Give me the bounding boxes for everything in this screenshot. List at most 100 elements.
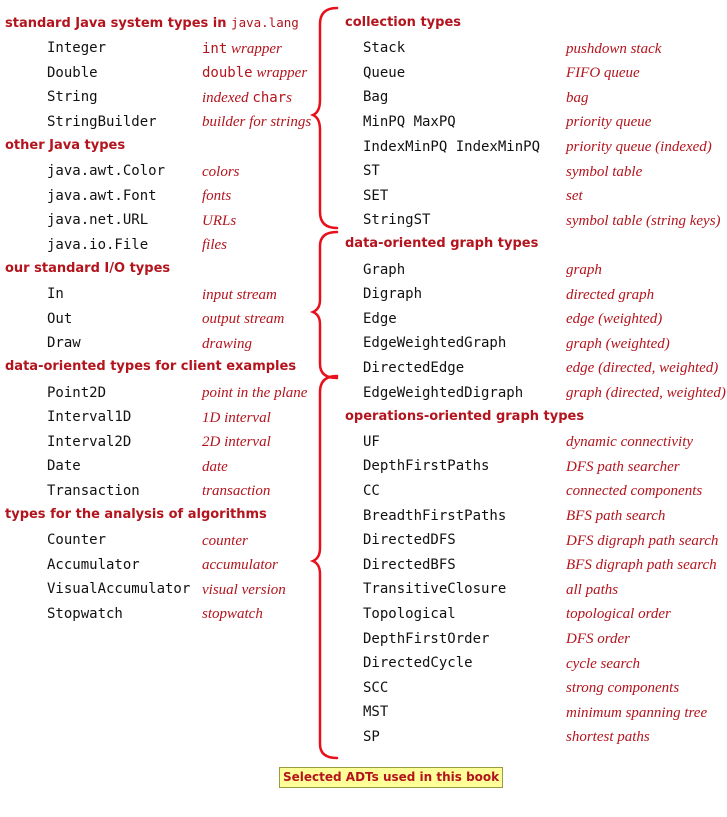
type-description: cycle search — [566, 655, 640, 673]
type-name: Topological — [363, 605, 456, 622]
type-name: StringST — [363, 212, 431, 229]
type-name: Interval1D — [47, 409, 132, 426]
brace-collection-types — [309, 6, 339, 230]
type-description: directed graph — [566, 286, 654, 304]
type-name: DirectedEdge — [363, 359, 465, 376]
description-text: stopwatch — [202, 606, 263, 623]
description-text: edge (weighted) — [566, 311, 663, 328]
type-name: Out — [47, 310, 73, 327]
brace-operations-oriented-graph-types — [309, 374, 339, 760]
description-text: DFS digraph path search — [566, 532, 719, 549]
type-description: pushdown stack — [566, 40, 661, 58]
type-name: VisualAccumulator — [47, 581, 191, 598]
type-description: set — [566, 187, 583, 205]
type-description: indexed chars — [202, 89, 292, 107]
section-title: collection types — [345, 15, 462, 30]
type-name: DepthFirstOrder — [363, 630, 490, 647]
description-text: connected components — [566, 483, 703, 500]
type-name: UF — [363, 433, 380, 450]
type-name: SP — [363, 728, 380, 745]
type-description: point in the plane — [202, 384, 307, 402]
type-name: java.net.URL — [47, 212, 149, 229]
description-text: 2D interval — [202, 434, 271, 451]
type-name: MST — [363, 704, 389, 721]
section-title: data-oriented types for client examples — [5, 359, 297, 375]
type-description: BFS digraph path search — [566, 556, 717, 574]
type-name: Edge — [363, 310, 397, 327]
description-text: graph — [566, 262, 602, 278]
type-description: bag — [566, 89, 589, 107]
section-header: other Java types — [5, 138, 125, 154]
section-title: standard Java system types in — [5, 16, 232, 31]
type-name: Draw — [47, 335, 81, 352]
type-description: double wrapper — [202, 64, 307, 82]
description-code: int — [202, 40, 228, 57]
description-text: set — [566, 188, 583, 205]
type-name: DirectedBFS — [363, 556, 456, 573]
description-text: BFS digraph path search — [566, 557, 717, 574]
section-header: standard Java system types in java.lang — [5, 15, 299, 32]
type-description: symbol table (string keys) — [566, 212, 721, 230]
description-text: BFS path search — [566, 508, 666, 524]
description-text: pushdown stack — [566, 40, 662, 57]
type-name: java.io.File — [47, 236, 149, 253]
description-text: accumulator — [202, 557, 278, 574]
description-text: DFS path searcher — [566, 458, 680, 475]
description-text: edge (directed, weighted) — [566, 360, 719, 377]
description-text: counter — [202, 532, 248, 549]
type-description: date — [202, 458, 228, 476]
type-description: symbol table — [566, 163, 642, 181]
type-description: builder for strings — [202, 113, 311, 131]
brace-data-oriented-graph-types — [309, 230, 339, 380]
section-title: data-oriented graph types — [345, 236, 539, 252]
type-name: Accumulator — [47, 556, 140, 573]
type-name: EdgeWeightedDigraph — [363, 384, 524, 401]
description-text: URLs — [202, 212, 237, 229]
description-text: point in the plane — [202, 385, 308, 401]
section-header: data-oriented types for client examples — [5, 359, 296, 375]
type-name: In — [47, 286, 64, 303]
description-text: priority queue — [566, 114, 652, 131]
description-text: files — [202, 237, 227, 254]
figure-caption: Selected ADTs used in this book — [279, 767, 504, 788]
type-name: DirectedCycle — [363, 655, 473, 672]
type-name: Digraph — [363, 286, 423, 303]
description-text: 1D interval — [202, 409, 271, 426]
type-description: priority queue — [566, 113, 651, 131]
type-description: strong components — [566, 679, 679, 697]
description-text: wrapper — [227, 40, 282, 57]
description-text: cycle search — [566, 655, 640, 672]
type-description: output stream — [202, 310, 284, 328]
description-text: all paths — [566, 581, 619, 598]
description-text: colors — [202, 163, 240, 180]
type-name: String — [47, 89, 98, 106]
section-title-code: java.lang — [231, 15, 299, 30]
type-description: int wrapper — [202, 40, 282, 58]
description-text: dynamic connectivity — [566, 434, 694, 451]
type-description: URLs — [202, 212, 236, 230]
type-description: DFS order — [566, 630, 630, 648]
type-description: stopwatch — [202, 605, 263, 623]
type-name: CC — [363, 482, 380, 499]
type-name: DepthFirstPaths — [363, 458, 490, 475]
description-text: drawing — [202, 335, 253, 352]
type-name: IndexMinPQ IndexMinPQ — [363, 138, 541, 155]
description-text: graph (weighted) — [566, 335, 670, 352]
type-name: BreadthFirstPaths — [363, 507, 507, 524]
type-description: graph (weighted) — [566, 335, 670, 353]
type-description: fonts — [202, 187, 231, 205]
type-name: TransitiveClosure — [363, 581, 507, 598]
description-text: directed graph — [566, 286, 655, 303]
description-code: double — [202, 65, 253, 82]
type-name: Bag — [363, 89, 389, 106]
type-name: java.awt.Color — [47, 163, 166, 180]
description-text: symbol table (string keys) — [566, 212, 721, 229]
section-header: types for the analysis of algorithms — [5, 507, 267, 523]
type-description: input stream — [202, 286, 277, 304]
type-name: Double — [47, 64, 98, 81]
type-description: counter — [202, 532, 248, 550]
type-description: transaction — [202, 482, 270, 500]
type-description: priority queue (indexed) — [566, 138, 712, 156]
description-text: topological order — [566, 606, 671, 623]
